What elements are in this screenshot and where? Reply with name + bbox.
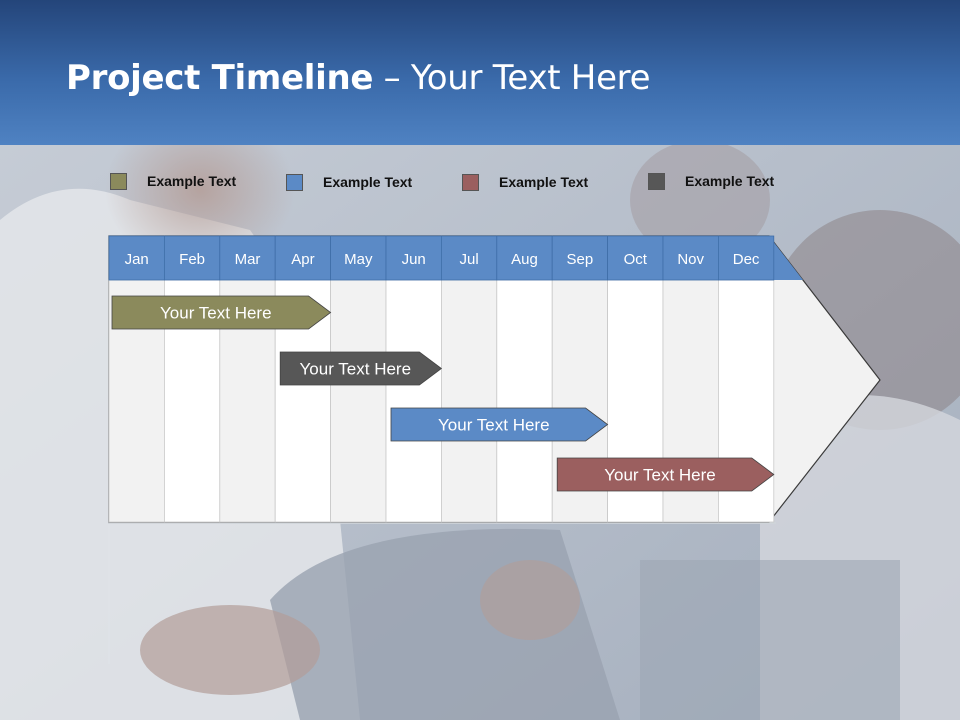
month-cell-jan [108, 235, 165, 281]
month-label-apr: Apr [291, 251, 314, 268]
month-cell-feb [163, 235, 221, 281]
legend-swatch-3 [462, 173, 479, 191]
legend-item-1: Example Text [110, 170, 236, 192]
month-label-oct: Oct [624, 251, 648, 268]
title-bold: Project Timeline [66, 58, 374, 98]
task-bar-label-2: Your Text Here [300, 360, 412, 379]
month-cell-dec [718, 235, 775, 281]
task-bar-2 [279, 351, 443, 386]
task-bar-3 [390, 407, 609, 442]
legend-item-2: Example Text [286, 171, 412, 193]
legend-swatch-2 [286, 173, 303, 191]
month-label-may: May [344, 251, 373, 268]
month-cell-jul [440, 235, 498, 281]
task-bar-label-3: Your Text Here [438, 416, 550, 435]
month-column-jul [440, 279, 498, 523]
legend-swatch-4 [648, 172, 665, 190]
month-label-jan: Jan [125, 251, 149, 268]
page-title: Project Timeline – Your Text Here [66, 58, 651, 98]
legend-label-1: Example Text [147, 173, 237, 189]
month-cell-jun [385, 235, 442, 281]
month-label-nov: Nov [677, 251, 704, 268]
month-cell-mar [219, 235, 276, 281]
legend-label-2: Example Text [323, 174, 413, 190]
month-label-mar: Mar [235, 251, 261, 268]
month-column-aug [496, 279, 553, 523]
month-label-sep: Sep [567, 251, 594, 268]
task-bar-4 [556, 457, 775, 492]
legend-label-4: Example Text [685, 173, 775, 189]
month-label-dec: Dec [733, 251, 760, 268]
legend-swatch-1 [110, 172, 127, 190]
legend-label-3: Example Text [499, 174, 589, 190]
header-band [0, 0, 960, 145]
month-cell-sep [551, 235, 609, 281]
month-cell-may [330, 235, 387, 281]
month-label-feb: Feb [179, 251, 205, 268]
month-column-may [330, 279, 387, 523]
month-header: Jan Feb Mar Apr May Jun Jul Aug Sep Oct Nov Dec [108, 235, 775, 281]
month-label-jul: Jul [460, 251, 479, 268]
title-rest: – Your Text Here [373, 58, 651, 98]
task-bar-label-1: Your Text Here [160, 304, 272, 323]
month-cell-apr [274, 235, 332, 281]
month-label-jun: Jun [402, 251, 426, 268]
legend-item-4: Example Text [648, 170, 774, 192]
task-bar-1 [111, 295, 332, 330]
legend-item-3: Example Text [462, 171, 588, 193]
month-cell-nov [662, 235, 719, 281]
task-bar-label-4: Your Text Here [604, 466, 716, 485]
month-column-jun [385, 279, 442, 523]
month-label-aug: Aug [511, 251, 538, 268]
month-cell-aug [496, 235, 553, 281]
month-header-arrow-tip [769, 236, 803, 280]
